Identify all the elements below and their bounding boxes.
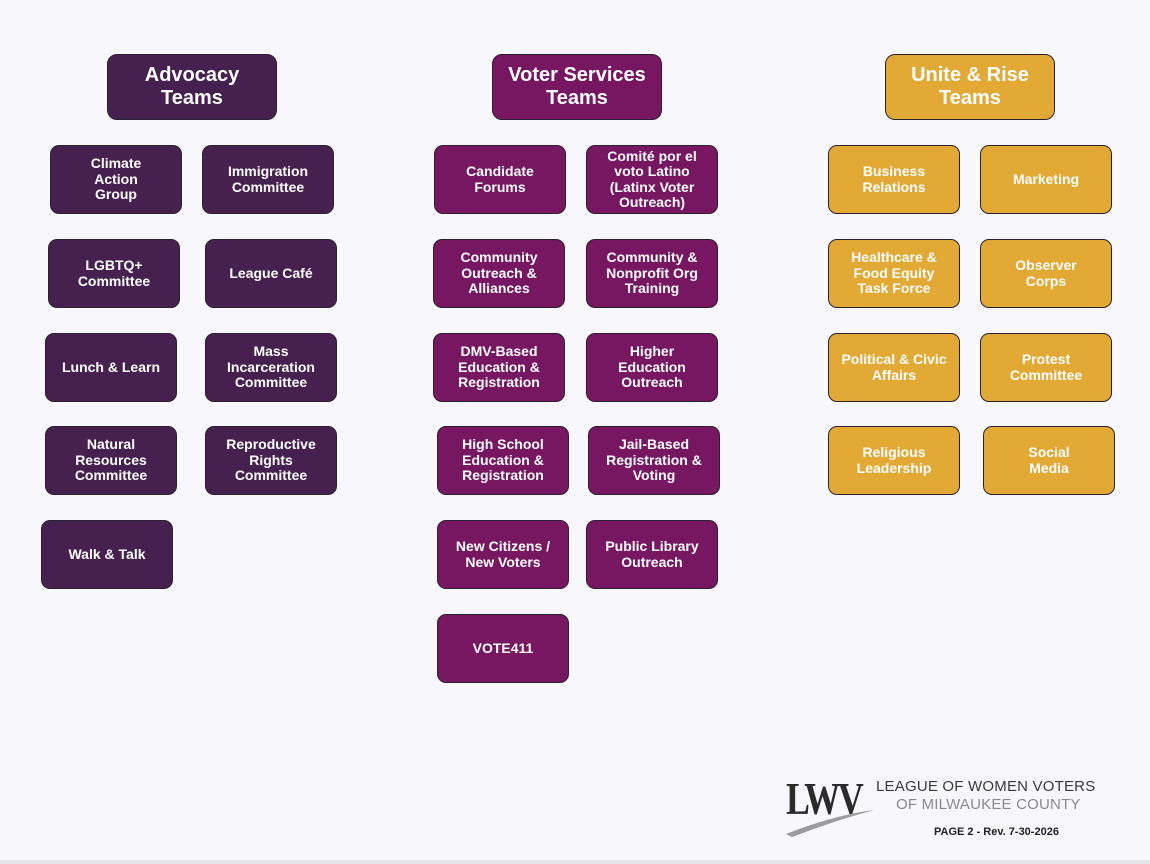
- team-reproductive-rights-committee[interactable]: Reproductive Rights Committee: [205, 426, 337, 495]
- team-new-citizens-new-voters[interactable]: New Citizens / New Voters: [437, 520, 569, 589]
- page-revision-note: PAGE 2 - Rev. 7-30-2026: [934, 826, 1059, 838]
- team-business-relations[interactable]: Business Relations: [828, 145, 960, 214]
- team-dmv-based-education-registration[interactable]: DMV-Based Education & Registration: [433, 333, 565, 402]
- team-marketing[interactable]: Marketing: [980, 145, 1112, 214]
- team-league-cafe[interactable]: League Café: [205, 239, 337, 308]
- swoosh-icon: [786, 810, 874, 837]
- team-higher-education-outreach[interactable]: Higher Education Outreach: [586, 333, 718, 402]
- team-community-nonprofit-org-training[interactable]: Community & Nonprofit Org Training: [586, 239, 718, 308]
- team-social-media[interactable]: Social Media: [983, 426, 1115, 495]
- team-mass-incarceration-committee[interactable]: Mass Incarceration Committee: [205, 333, 337, 402]
- team-lgbtq-committee[interactable]: LGBTQ+ Committee: [48, 239, 180, 308]
- team-walk-and-talk[interactable]: Walk & Talk: [41, 520, 173, 589]
- team-natural-resources-committee[interactable]: Natural Resources Committee: [45, 426, 177, 495]
- team-vote411[interactable]: VOTE411: [437, 614, 569, 683]
- team-jail-based-registration-voting[interactable]: Jail-Based Registration & Voting: [588, 426, 720, 495]
- lwv-logo: LWV LEAGUE OF WOMEN VOTERS OF MILWAUKEE …: [782, 772, 1132, 844]
- team-political-civic-affairs[interactable]: Political & Civic Affairs: [828, 333, 960, 402]
- team-public-library-outreach[interactable]: Public Library Outreach: [586, 520, 718, 589]
- team-lunch-and-learn[interactable]: Lunch & Learn: [45, 333, 177, 402]
- team-religious-leadership[interactable]: Religious Leadership: [828, 426, 960, 495]
- org-name-line2: OF MILWAUKEE COUNTY: [896, 796, 1081, 813]
- team-climate-action-group[interactable]: Climate Action Group: [50, 145, 182, 214]
- team-observer-corps[interactable]: Observer Corps: [980, 239, 1112, 308]
- team-high-school-education-registration[interactable]: High School Education & Registration: [437, 426, 569, 495]
- org-name-line1: LEAGUE OF WOMEN VOTERS: [876, 778, 1096, 795]
- team-comite-por-el-voto-latino[interactable]: Comité por el voto Latino (Latinx Voter …: [586, 145, 718, 214]
- team-protest-committee[interactable]: Protest Committee: [980, 333, 1112, 402]
- team-candidate-forums[interactable]: Candidate Forums: [434, 145, 566, 214]
- team-community-outreach-alliances[interactable]: Community Outreach & Alliances: [433, 239, 565, 308]
- advocacy-teams-header: Advocacy Teams: [107, 54, 277, 120]
- voter-services-teams-header: Voter Services Teams: [492, 54, 662, 120]
- team-immigration-committee[interactable]: Immigration Committee: [202, 145, 334, 214]
- unite-and-rise-teams-header: Unite & Rise Teams: [885, 54, 1055, 120]
- team-healthcare-food-equity-task-force[interactable]: Healthcare & Food Equity Task Force: [828, 239, 960, 308]
